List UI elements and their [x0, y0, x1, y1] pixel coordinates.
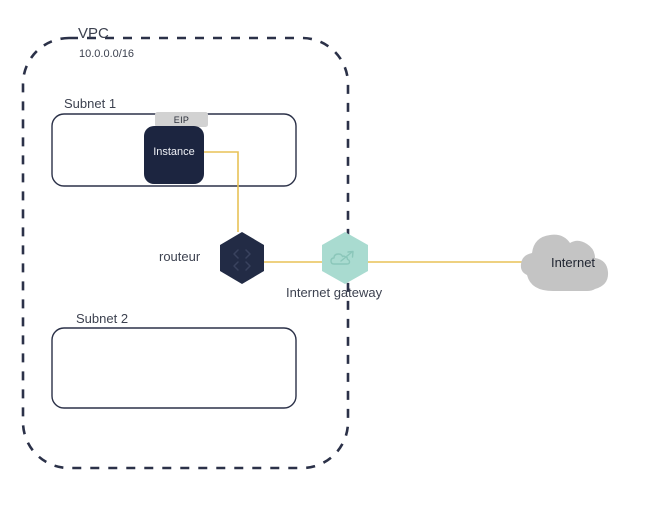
internet-cloud-label: Internet: [550, 255, 596, 270]
internet-gateway-node-label: Internet gateway: [286, 285, 383, 300]
cloud-arrow-icon: [330, 250, 354, 265]
eip-badge[interactable]: [155, 112, 208, 127]
vpc-title: VPC: [78, 25, 109, 42]
subnet-2-container[interactable]: [51, 327, 297, 409]
eip-badge-label: EIP: [173, 115, 190, 125]
subnet-2-title: Subnet 2: [76, 311, 129, 326]
connector-instance-router: [203, 151, 239, 232]
instance-node-label: Instance: [153, 146, 195, 158]
internet-cloud-node[interactable]: [520, 234, 609, 291]
instance-node[interactable]: [144, 126, 204, 184]
router-node-label: routeur: [159, 249, 201, 264]
router-arrows-icon: [233, 249, 251, 271]
subnet-1-title: Subnet 1: [64, 96, 117, 111]
vpc-cidr-label: 10.0.0.0/16: [79, 48, 135, 60]
router-node[interactable]: [220, 232, 264, 284]
